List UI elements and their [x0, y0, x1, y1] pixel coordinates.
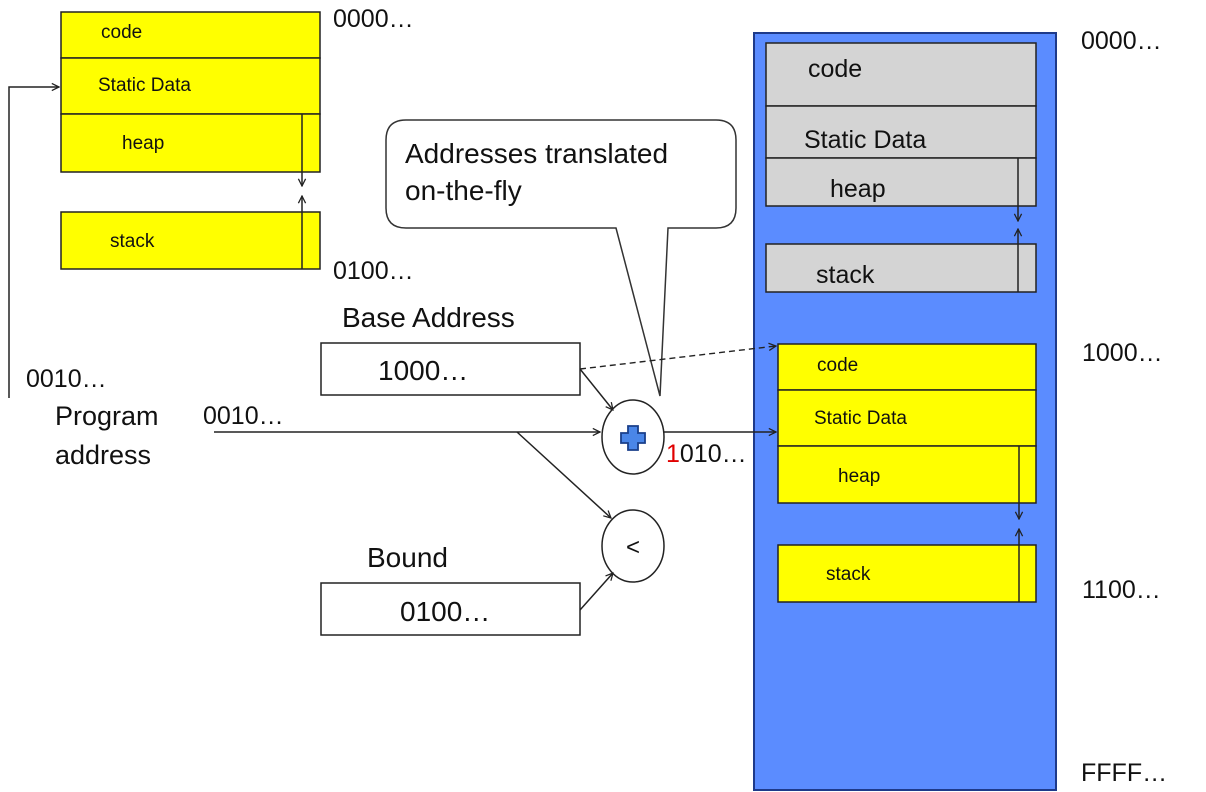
mapped-segment-code: [777, 343, 1037, 391]
base-register-value: 1000…: [378, 355, 468, 386]
program-segment-code: [60, 11, 321, 59]
program-segment-stack: [60, 211, 321, 270]
mapped-segment-code-label: code: [817, 355, 858, 376]
other-segment-code: [765, 42, 1037, 107]
base-address-label: Base Address: [342, 302, 515, 333]
mapped-segment-static-data: [777, 389, 1037, 447]
mapped-process-segments: code Static Data heap stack: [777, 343, 1037, 603]
program-segment-static-data-label: Static Data: [98, 75, 191, 96]
translated-address: 1010…: [666, 440, 747, 468]
comparator-circle: [601, 509, 665, 583]
program-address-left-value: 0010…: [26, 365, 107, 393]
other-segment-static-data-label: Static Data: [804, 126, 926, 154]
program-address-input-value: 0010…: [203, 402, 284, 430]
program-address-pointer-arrow: [8, 87, 59, 398]
program-address-top: 0000…: [333, 5, 414, 33]
physical-address-1000: 1000…: [1082, 339, 1163, 367]
translated-address-rest: 010…: [680, 440, 747, 468]
other-segment-stack-label: stack: [816, 261, 875, 289]
mapped-segment-static-data-label: Static Data: [814, 408, 907, 429]
translated-address-carry-digit: 1: [666, 440, 680, 468]
program-address-bottom: 0100…: [333, 257, 414, 285]
mapped-segment-heap: [777, 445, 1037, 504]
physical-address-1100: 1100…: [1082, 576, 1161, 604]
program-address-label-line1: Program: [55, 401, 159, 431]
plus-icon: [620, 425, 646, 451]
bound-register-value: 0100…: [400, 596, 490, 627]
bound-label: Bound: [367, 542, 448, 573]
other-segment-stack: [765, 243, 1037, 293]
program-segment-heap: [60, 113, 321, 173]
bound-to-comparator-arrow: [579, 573, 613, 611]
program-segment-stack-label: stack: [110, 231, 155, 252]
comparator-symbol: <: [626, 534, 640, 561]
mapped-segment-heap-label: heap: [838, 466, 880, 487]
other-segment-heap-label: heap: [830, 175, 886, 203]
base-maps-to-segment-arrow: [579, 346, 776, 370]
program-segment-heap-label: heap: [122, 133, 164, 154]
callout-bubble: [385, 119, 737, 397]
program-segment-code-label: code: [101, 22, 142, 43]
program-address-space: code Static Data heap stack 0000… 0100…: [60, 5, 414, 285]
program-address-to-comparator-arrow: [516, 431, 611, 518]
mapped-segment-stack: [777, 544, 1037, 603]
other-segment-static-data: [765, 105, 1037, 159]
callout-line-2: on-the-fly: [405, 175, 522, 206]
base-to-adder-arrow: [579, 368, 613, 410]
other-process-segments: code Static Data heap stack: [765, 42, 1037, 293]
program-segment-static-data: [60, 57, 321, 115]
callout-line-1: Addresses translated: [405, 138, 668, 169]
program-address-label-line2: address: [55, 440, 151, 470]
physical-address-ffff: FFFF…: [1081, 759, 1167, 787]
bound-register-box: [320, 582, 581, 636]
physical-address-0000: 0000…: [1081, 27, 1162, 55]
other-segment-heap: [765, 157, 1037, 207]
mapped-segment-stack-label: stack: [826, 564, 871, 585]
base-register-box: [320, 342, 581, 396]
other-segment-code-label: code: [808, 55, 862, 83]
